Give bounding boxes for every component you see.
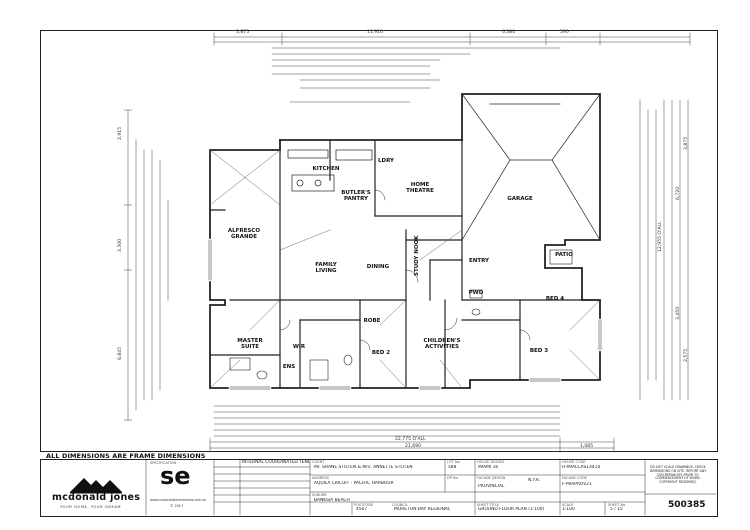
room-kitchen: KITCHEN [312, 166, 340, 172]
dim-left-low: 6,845 [118, 346, 123, 360]
dim-right-b: 3,450 [676, 306, 681, 320]
sheet-no-caption: SHEET No. [608, 503, 627, 507]
postcode-caption: POSTCODE [354, 503, 374, 507]
room-garage: GARAGE [507, 196, 533, 202]
se-url: www.mcdonaldjoneshomes.com.au [150, 498, 207, 502]
dim-right-c: 3,875 [684, 136, 689, 150]
client-caption: CLIENT [312, 460, 325, 464]
title-block-fields: SPECIFICATION INTERNAL COORDINATED TENDE… [40, 459, 716, 515]
room-bed-3: BED 3 [529, 348, 549, 354]
room-butlers-pantry: BUTLER'S PANTRY [341, 190, 371, 202]
suburb-caption: SUBURB [312, 493, 327, 497]
se-caption: SPECIFICATION [150, 461, 177, 465]
dim-bottom-far-right: 1,085 [580, 444, 594, 449]
room-bed-4: BED 4 [545, 296, 565, 302]
room-family-living: FAMILY LIVING [315, 262, 337, 274]
facade-caption: FACADE DESIGN [477, 476, 506, 480]
dim-right-overall: 12,955 O'ALL [658, 221, 663, 252]
disclaimer-stamp: DO NOT SCALE DRAWINGS. CHECK DIMENSIONS … [649, 465, 707, 485]
sheet-title-caption: SHEET TITLE [477, 503, 499, 507]
scale-caption: SCALE [562, 503, 574, 507]
client-name: Mr. SHANE STOTEN & Mrs. ANNETTE STOTEN [314, 465, 413, 470]
drawing-frame [40, 30, 718, 452]
postcode: 4507 [356, 507, 368, 512]
room-powder: PWD [468, 290, 484, 296]
dim-right-d: 2,575 [684, 348, 689, 362]
se-copyright: © 2017 [170, 504, 184, 508]
suburb: BANKSIA BEACH [314, 498, 350, 503]
room-patio: PATIO [555, 252, 573, 258]
room-entry: ENTRY [468, 258, 490, 264]
room-alfresco-grande: ALFRESCO GRANDE [227, 228, 261, 240]
dim-left-mid: 3,300 [118, 238, 123, 252]
revision-row-1: INTERNAL COORDINATED TENDER [242, 460, 310, 465]
dim-bottom-overall: 22,775 O'ALL [395, 437, 426, 442]
room-bed-2: BED 2 [371, 350, 391, 356]
lot-caption: LOT No. [447, 460, 461, 464]
brand-tagline: YOUR HOME, YOUR DREAM [60, 505, 122, 509]
frame-dimensions-note: ALL DIMENSIONS ARE FRAME DIMENSIONS [46, 452, 206, 460]
scale: 1:100 [562, 507, 575, 512]
dim-top-left: 3,875 [236, 30, 250, 35]
dim-right-a: 6,720 [676, 186, 681, 200]
house-design-caption: HOUSE DESIGN [477, 460, 504, 464]
room-study-nook: STUDY NOOK [414, 235, 420, 276]
sheet-title: GROUND FLOOR PLAN (1:100) [478, 507, 545, 512]
site-address: AQUILA CIRCUIT - PACIFIC HARBOUR [314, 481, 394, 486]
address-caption: ADDRESS [312, 476, 329, 480]
dim-top-total: 11,910 [367, 30, 384, 35]
dim-top-far-right: 590 [560, 30, 569, 35]
council-caption: COUNCIL [392, 503, 408, 507]
room-robe: ROBE [363, 318, 381, 324]
facade-code: F-MIAPROV21 [562, 482, 592, 487]
title-block [40, 459, 718, 517]
dim-left-top: 2,915 [118, 126, 123, 140]
mcdonald-jones-logo-icon [70, 478, 122, 494]
facade-code-caption: FACADE CODE [562, 476, 587, 480]
room-laundry: LDRY [378, 158, 394, 164]
lot-number: 588 [448, 465, 457, 470]
room-walk-in-robe: WIR [292, 344, 306, 350]
job-number: 500385 [668, 500, 706, 510]
room-master-suite: MASTER SUITE [237, 338, 263, 350]
room-dining: DINING [366, 264, 390, 270]
room-childrens-activities: CHILDREN'S ACTIVITIES [423, 338, 461, 350]
council: MORETON BAY REGIONAL [394, 507, 451, 512]
se-mark: se [160, 462, 191, 490]
dp-caption: DP No. [447, 476, 459, 480]
dp-number: N.Y.R. [528, 478, 541, 483]
mcdonald-jones-logo: mcdonald jones YOUR HOME, YOUR DREAM [52, 470, 142, 510]
dim-top-right: 6,380 [502, 30, 516, 35]
room-home-theatre: HOME THEATRE [406, 182, 434, 194]
house-design: MIAMI 16 [478, 465, 499, 470]
dim-bottom-sub: 21,690 [405, 444, 422, 449]
room-ensuite: ENS [282, 364, 296, 370]
house-code: H-MIACLAS14410 [562, 465, 601, 470]
sheet-number: 5 / 15 [610, 507, 623, 512]
brand-name: mcdonald jones [52, 492, 141, 503]
facade-design: PROVINCIAL [478, 484, 505, 489]
house-code-caption: HOUSE CODE [562, 460, 586, 464]
se-logo: se www.mcdonaldjoneshomes.com.au © 2017 [150, 462, 208, 508]
